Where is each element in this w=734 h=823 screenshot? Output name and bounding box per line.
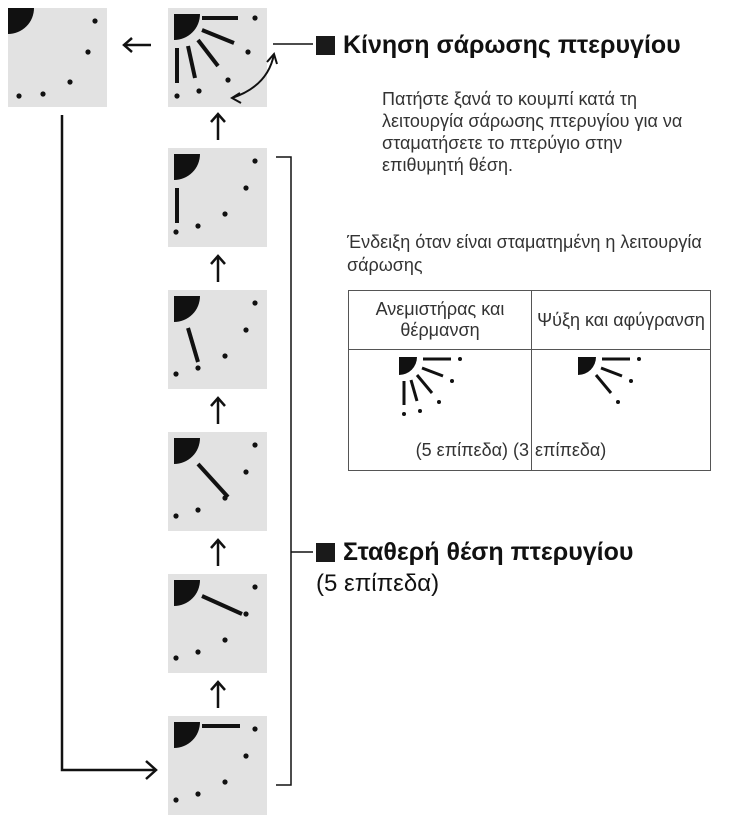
arrow-left-icon — [122, 37, 151, 53]
swing-arrow-icon — [230, 51, 278, 104]
panel-swing — [168, 8, 267, 107]
fixed-heading-text: Σταθερή θέση πτερυγίου — [343, 538, 634, 566]
indication-caption: Ένδειξη όταν είναι σταματημένη η λειτουρ… — [347, 232, 702, 275]
swing-heading: Κίνηση σάρωσης πτερυγίου — [316, 30, 681, 60]
cell-cool-dry-icon — [531, 349, 711, 430]
panel-fixed-4 — [168, 290, 267, 389]
levels-cool-dry: επίπεδα) — [531, 430, 711, 471]
cell-fan-heat-icon — [348, 349, 532, 430]
square-bullet-icon — [316, 35, 335, 55]
col-cool-dry-header: Ψύξη και αφύγρανση — [531, 290, 711, 350]
indicator-table: Ανεμιστήρας και θέρμανση Ψύξη και αφύγρα… — [348, 290, 711, 471]
swing-note: Πατήστε ξανά το κουμπί κατά τη λειτουργί… — [382, 89, 683, 175]
fixed-heading: Σταθερή θέση πτερυγίου — [316, 537, 633, 567]
col-fan-heat-header: Ανεμιστήρας και θέρμανση — [348, 290, 532, 350]
square-bullet-icon — [316, 542, 335, 562]
swing-heading-text: Κίνηση σάρωσης πτερυγίου — [343, 31, 681, 59]
panel-fixed-5 — [168, 148, 267, 247]
panel-fixed-2 — [168, 574, 267, 673]
fixed-levels: (5 επίπεδα) — [316, 570, 440, 597]
panel-stopped — [8, 8, 107, 107]
arrow-up-icon — [210, 112, 226, 708]
levels-fan-heat: (5 επίπεδα) (3 — [348, 430, 532, 471]
panel-fixed-1 — [168, 716, 267, 815]
fixed-bracket — [276, 156, 313, 786]
return-arrow-icon — [60, 115, 158, 780]
panel-fixed-3 — [168, 432, 267, 531]
